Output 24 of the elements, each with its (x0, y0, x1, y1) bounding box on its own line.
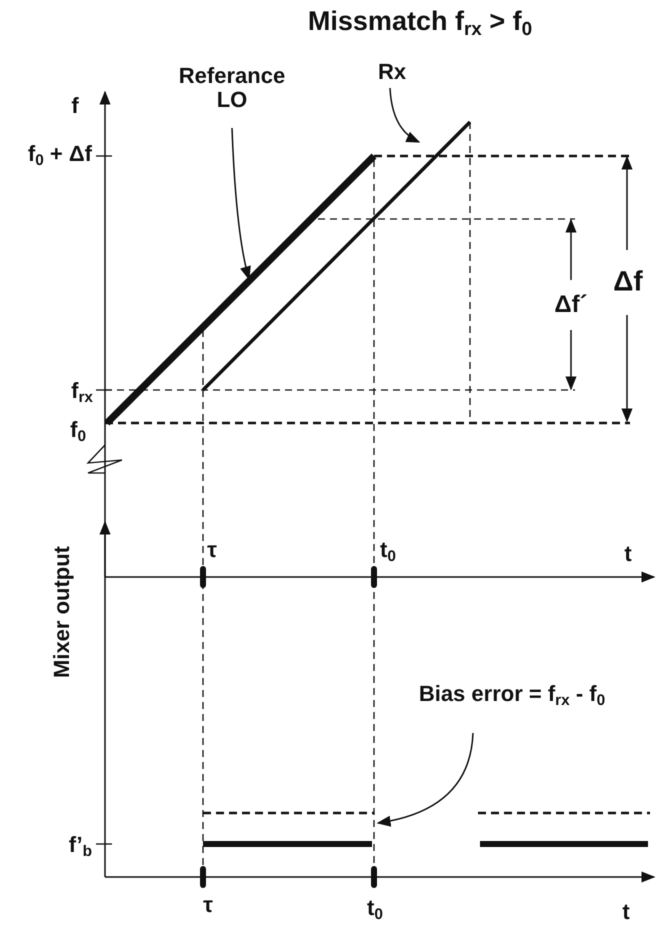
axis-label: f$_{rx}$ (71, 379, 93, 407)
receive-ramp-line (202, 120, 472, 392)
axis-label: f (71, 94, 79, 118)
callout-label: Referance LO (167, 64, 297, 112)
axis-label: f$_{0}$ + Δf (28, 142, 92, 170)
leader-line (389, 88, 420, 143)
axis-label: f$_{0}$ (70, 418, 86, 446)
axis-label: τ (203, 892, 213, 918)
axis-label: t$_{0}$ (380, 538, 396, 566)
axis-label: Δf´ (554, 292, 588, 318)
leader-line (376, 732, 474, 826)
axis-title: Mixer output (50, 546, 74, 678)
axis-label: t (624, 542, 632, 566)
dashed-level-line (203, 812, 374, 814)
axis-label: t (622, 900, 630, 924)
axis-label: f’$_{b}$ (68, 833, 92, 861)
axis-label: Δf (613, 266, 643, 298)
reference-ramp-line (104, 154, 376, 426)
callout-label: Bias error = f$_{rx}$ - f$_{0}$ (418, 682, 606, 710)
axis-label: t$_{0}$ (367, 896, 383, 924)
title: Missmatch f$_{rx}$ > f$_{0}$ (308, 7, 532, 41)
axis-label: τ (207, 538, 217, 562)
callout-label: Rx (378, 60, 406, 84)
leader-line (231, 128, 252, 280)
